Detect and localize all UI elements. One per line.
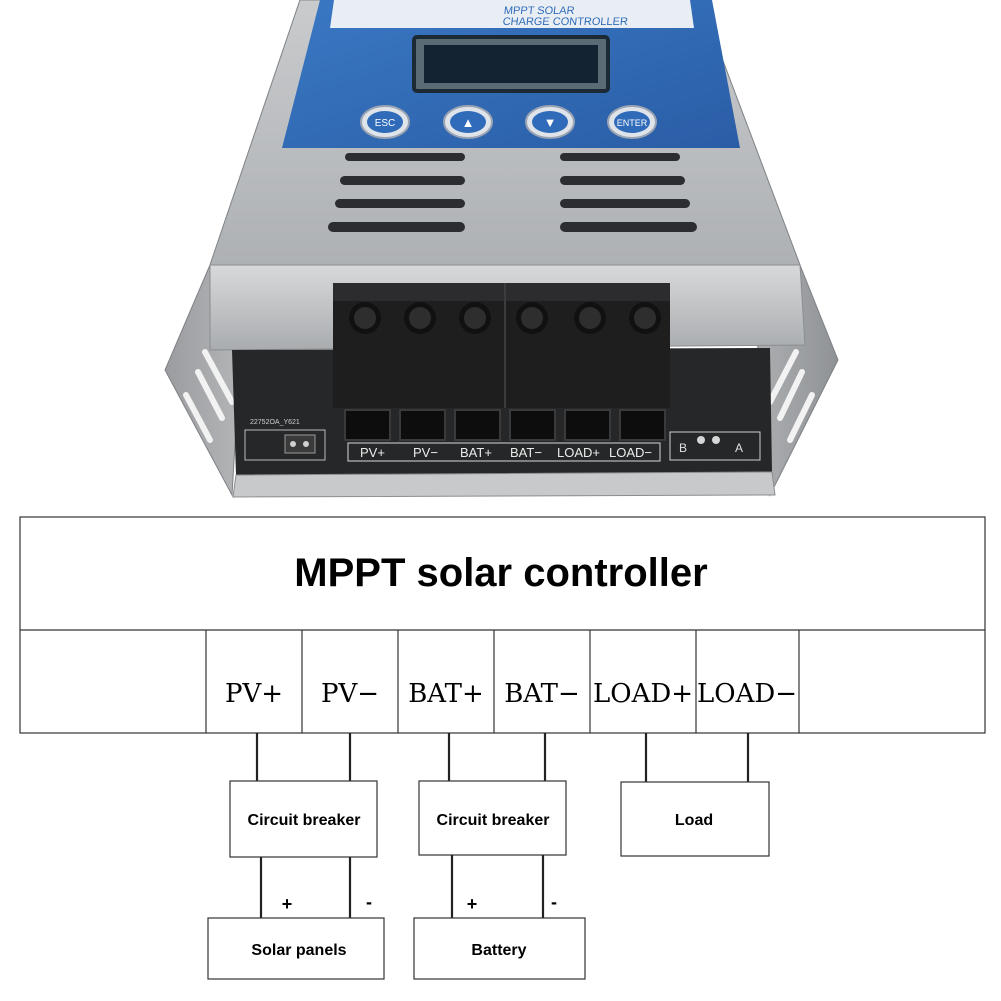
terminal-load-plus: LOAD+ [593,679,693,709]
solar-minus-sign: - [366,892,372,912]
load-label: Load [675,812,713,829]
pcb-label-load-minus: LOAD− [609,445,652,460]
terminal-block [333,283,670,408]
battery-circuit-breaker [418,780,567,856]
lid-vents [328,153,697,232]
device-photo: MPPT SOLAR CHARGE CONTROLLER ESC ▲ ▼ ENT… [164,0,839,498]
terminal-pv-plus: PV+ [225,679,283,709]
comm-port [669,431,761,461]
pcb-label-pv-plus: PV+ [360,445,385,460]
esc-button-label: ESC [375,118,396,129]
terminal-openings [344,409,666,441]
terminal-bat-minus: BAT− [504,679,580,709]
pv-circuit-breaker [229,780,378,858]
load-box [620,781,770,857]
battery-plus-sign: + [467,894,478,914]
pcb-label-load-plus: LOAD+ [557,445,600,460]
terminal-screws [349,302,661,334]
diagram-title: MPPT solar controller [294,551,707,595]
enter-button[interactable]: ENTER [607,105,657,139]
pcb-label-pv-minus: PV− [413,445,438,460]
battery-minus-sign: - [551,892,557,912]
solar-panels-label: Solar panels [251,942,346,959]
battery-circuit-breaker-label: Circuit breaker [437,812,550,829]
pcb-code-label: 22752OA_Y621 [250,419,300,426]
solar-plus-sign: + [282,894,293,914]
down-button[interactable]: ▼ [525,105,575,139]
up-arrow-icon: ▲ [462,115,475,130]
terminal-pv-minus: PV− [321,679,379,709]
down-arrow-icon: ▼ [544,115,557,130]
pcb-terminal-labels: PV+ PV− BAT+ BAT− LOAD+ LOAD− [360,445,652,460]
comm-label-a: A [735,441,743,455]
pcb-label-bat-minus: BAT− [510,445,542,460]
up-button[interactable]: ▲ [443,105,493,139]
chassis-bottom-rail [232,471,776,498]
source-wires [259,855,545,918]
controller-box [19,516,986,734]
panel-title-line2: CHARGE CONTROLLER [502,16,628,28]
pcb-label-bat-plus: BAT+ [460,445,492,460]
terminal-wires [255,733,750,782]
wiring-diagram: MPPT solar controller PV+ PV− BAT+ BAT− … [0,505,1001,1001]
enter-button-label: ENTER [617,118,648,128]
terminal-load-minus: LOAD− [697,679,797,709]
esc-button[interactable]: ESC [360,105,410,139]
pv-circuit-breaker-label: Circuit breaker [248,812,361,829]
terminal-bat-plus: BAT+ [408,679,484,709]
panel-title-line1: MPPT SOLAR [503,5,575,17]
comm-label-b: B [679,441,687,455]
battery-label: Battery [471,942,526,959]
battery-box [413,917,586,980]
panel-label-strip [330,0,694,28]
side-vents [183,349,815,443]
solar-panels-box [207,917,385,980]
